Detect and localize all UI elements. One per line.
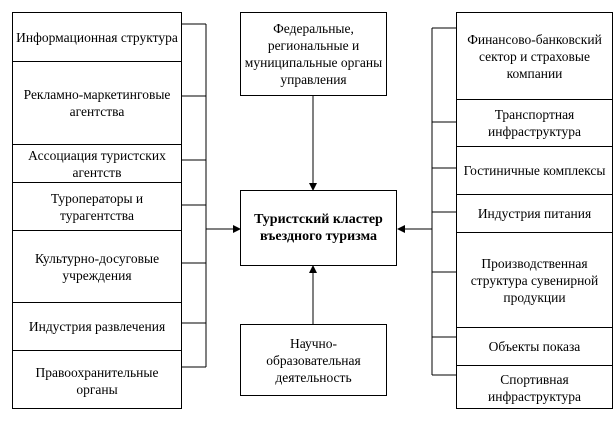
tourist-cluster-label: Туристский кластер въездного туризма	[254, 212, 383, 244]
right-item-transport-infrastructure: Транспортная инфраструктура	[457, 99, 612, 146]
left-item-advertising-agencies: Рекламно-маркетинговые агентства	[13, 61, 181, 144]
science-education-label: Научно-образовательная деятельность	[266, 335, 361, 385]
left-item-info-structure: Информационная структура	[16, 29, 178, 45]
left-item-cultural-institutions: Культурно-досуговые учреждения	[13, 230, 181, 302]
left-item-tour-operators: Туроператоры и турагентства	[13, 182, 181, 230]
right-item-sports-infrastructure: Спортивная инфраструктура	[457, 365, 612, 410]
left-item-entertainment-industry: Индустрия развлечения	[13, 302, 181, 350]
right-item-souvenir-production: Производственная структура сувенирной пр…	[457, 232, 612, 327]
government-bodies-box: Федеральные, региональные и муниципальны…	[240, 12, 387, 96]
right-item-sightseeing-objects: Объекты показа	[457, 327, 612, 365]
tourist-cluster-box: Туристский кластер въездного туризма	[240, 190, 397, 266]
left-item-tourist-agencies-association: Ассоциация туристских агентств	[13, 144, 181, 182]
right-item-hotel-complexes: Гостиничные комплексы	[457, 146, 612, 194]
right-item-finance-banking: Финансово-банковский сектор и страховые …	[467, 31, 602, 81]
left-item-law-enforcement: Правоохранительные органы	[13, 350, 181, 410]
science-education-box: Научно-образовательная деятельность	[240, 324, 387, 396]
right-item-food-industry: Индустрия питания	[457, 194, 612, 232]
government-bodies-label: Федеральные, региональные и муниципальны…	[244, 21, 383, 87]
left-column: Информационная структура Рекламно-маркет…	[12, 12, 182, 409]
right-column: Финансово-банковский сектор и страховые …	[456, 12, 613, 409]
